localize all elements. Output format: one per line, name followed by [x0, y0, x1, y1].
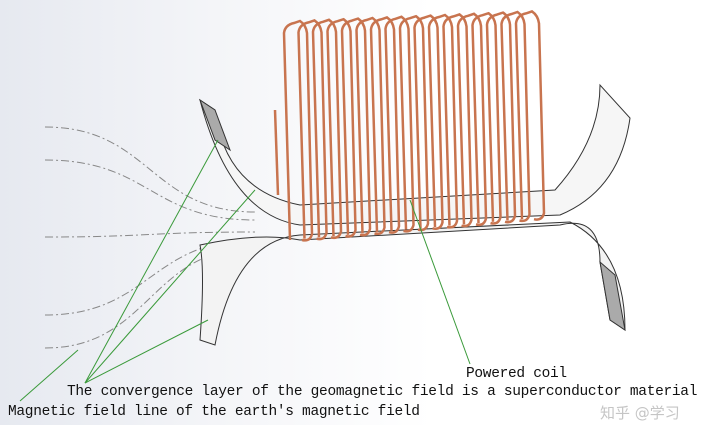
lower-plate	[199, 221, 626, 346]
left-plate-edge	[198, 98, 232, 152]
watermark: 知乎 @学习	[600, 404, 680, 422]
field-line	[44, 126, 256, 213]
field-line	[44, 231, 256, 238]
upper-plate	[199, 83, 631, 226]
powered-coil	[273, 10, 546, 242]
pointer-lines	[19, 139, 471, 402]
right-plate-edge	[599, 260, 626, 332]
coil-label: Powered coil	[466, 366, 567, 382]
coil-turn	[514, 10, 546, 221]
layer-label: The convergence layer of the geomagnetic…	[67, 384, 698, 400]
coil-lead	[273, 109, 280, 196]
field-line-label: Magnetic field line of the earth's magne…	[8, 404, 420, 420]
field-line	[44, 159, 256, 221]
